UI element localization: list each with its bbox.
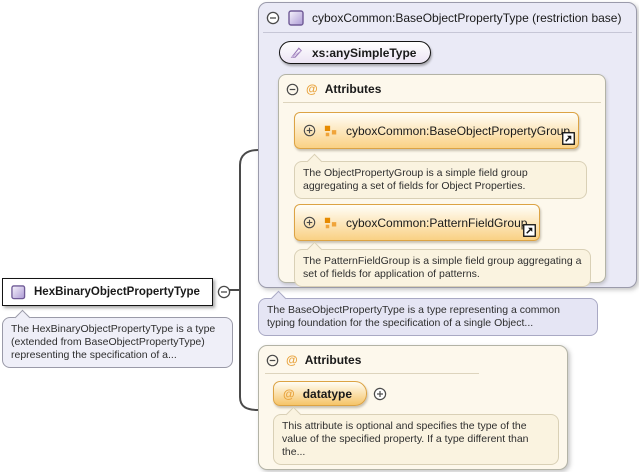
attributes-header: @ Attributes: [279, 75, 605, 101]
base-type-tooltip: The BaseObjectPropertyType is a type rep…: [258, 298, 598, 336]
collapse-icon[interactable]: [266, 11, 280, 25]
local-attributes-panel: @ Attributes @ datatype This attribute i…: [258, 345, 568, 470]
goto-definition-icon[interactable]: [562, 132, 575, 145]
base-type-title: cyboxCommon:BaseObjectPropertyType (rest…: [312, 11, 622, 25]
expand-icon[interactable]: [373, 387, 387, 401]
at-icon: @: [286, 353, 298, 367]
root-type-tooltip: The HexBinaryObjectPropertyType is a typ…: [2, 317, 233, 368]
base-type-panel-header: cyboxCommon:BaseObjectPropertyType (rest…: [259, 3, 636, 31]
complex-type-icon: [288, 10, 304, 26]
simple-type-label: xs:anySimpleType: [312, 45, 417, 60]
at-icon: @: [283, 386, 295, 401]
attribute-datatype[interactable]: @ datatype: [273, 381, 368, 406]
attribute-group-icon: [324, 124, 338, 138]
collapse-icon[interactable]: [217, 285, 231, 299]
datatype-tooltip-text: This attribute is optional and specifies…: [282, 420, 529, 458]
attribute-group-tooltip-text: The PatternFieldGroup is a simple field …: [303, 255, 582, 280]
divider: [283, 102, 601, 103]
datatype-attribute-row: @ datatype: [273, 381, 387, 406]
attributes-title: Attributes: [304, 353, 362, 367]
datatype-tooltip: This attribute is optional and specifies…: [273, 414, 559, 465]
attribute-group-patternfieldgroup[interactable]: cyboxCommon:PatternFieldGroup: [294, 204, 540, 241]
attribute-group-icon: [324, 216, 338, 230]
at-icon: @: [306, 82, 318, 96]
root-node-row: HexBinaryObjectPropertyType: [2, 278, 231, 306]
attribute-name: datatype: [302, 386, 353, 401]
expand-icon[interactable]: [303, 216, 316, 229]
attribute-group-tooltip: The PatternFieldGroup is a simple field …: [294, 249, 591, 287]
divider: [263, 32, 632, 33]
attributes-title: Attributes: [324, 82, 382, 96]
divider: [265, 373, 479, 374]
attribute-group-tooltip-text: The ObjectPropertyGroup is a simple fiel…: [303, 167, 528, 192]
simple-type-badge[interactable]: xs:anySimpleType: [279, 41, 432, 64]
root-type-node[interactable]: HexBinaryObjectPropertyType: [2, 278, 213, 306]
root-type-label: HexBinaryObjectPropertyType: [34, 286, 200, 298]
attribute-group-label: cyboxCommon:BaseObjectPropertyGroup: [346, 123, 571, 138]
simple-type-icon: [289, 45, 304, 60]
attribute-group-label: cyboxCommon:PatternFieldGroup: [346, 215, 528, 230]
goto-definition-icon[interactable]: [523, 224, 536, 237]
base-type-tooltip-text: The BaseObjectPropertyType is a type rep…: [267, 304, 560, 329]
attributes-section: @ Attributes cyboxCommon:BaseObjectPrope…: [278, 74, 606, 287]
complex-type-icon: [11, 284, 26, 300]
attributes-header: @ Attributes: [259, 346, 567, 372]
collapse-icon[interactable]: [266, 354, 279, 367]
attribute-group-tooltip: The ObjectPropertyGroup is a simple fiel…: [294, 161, 587, 199]
collapse-icon[interactable]: [286, 83, 299, 96]
root-type-tooltip-text: The HexBinaryObjectPropertyType is a typ…: [11, 323, 216, 361]
expand-icon[interactable]: [303, 124, 316, 137]
attribute-group-baseobjectpropertygroup[interactable]: cyboxCommon:BaseObjectPropertyGroup: [294, 112, 579, 149]
base-type-panel: cyboxCommon:BaseObjectPropertyType (rest…: [258, 2, 637, 288]
